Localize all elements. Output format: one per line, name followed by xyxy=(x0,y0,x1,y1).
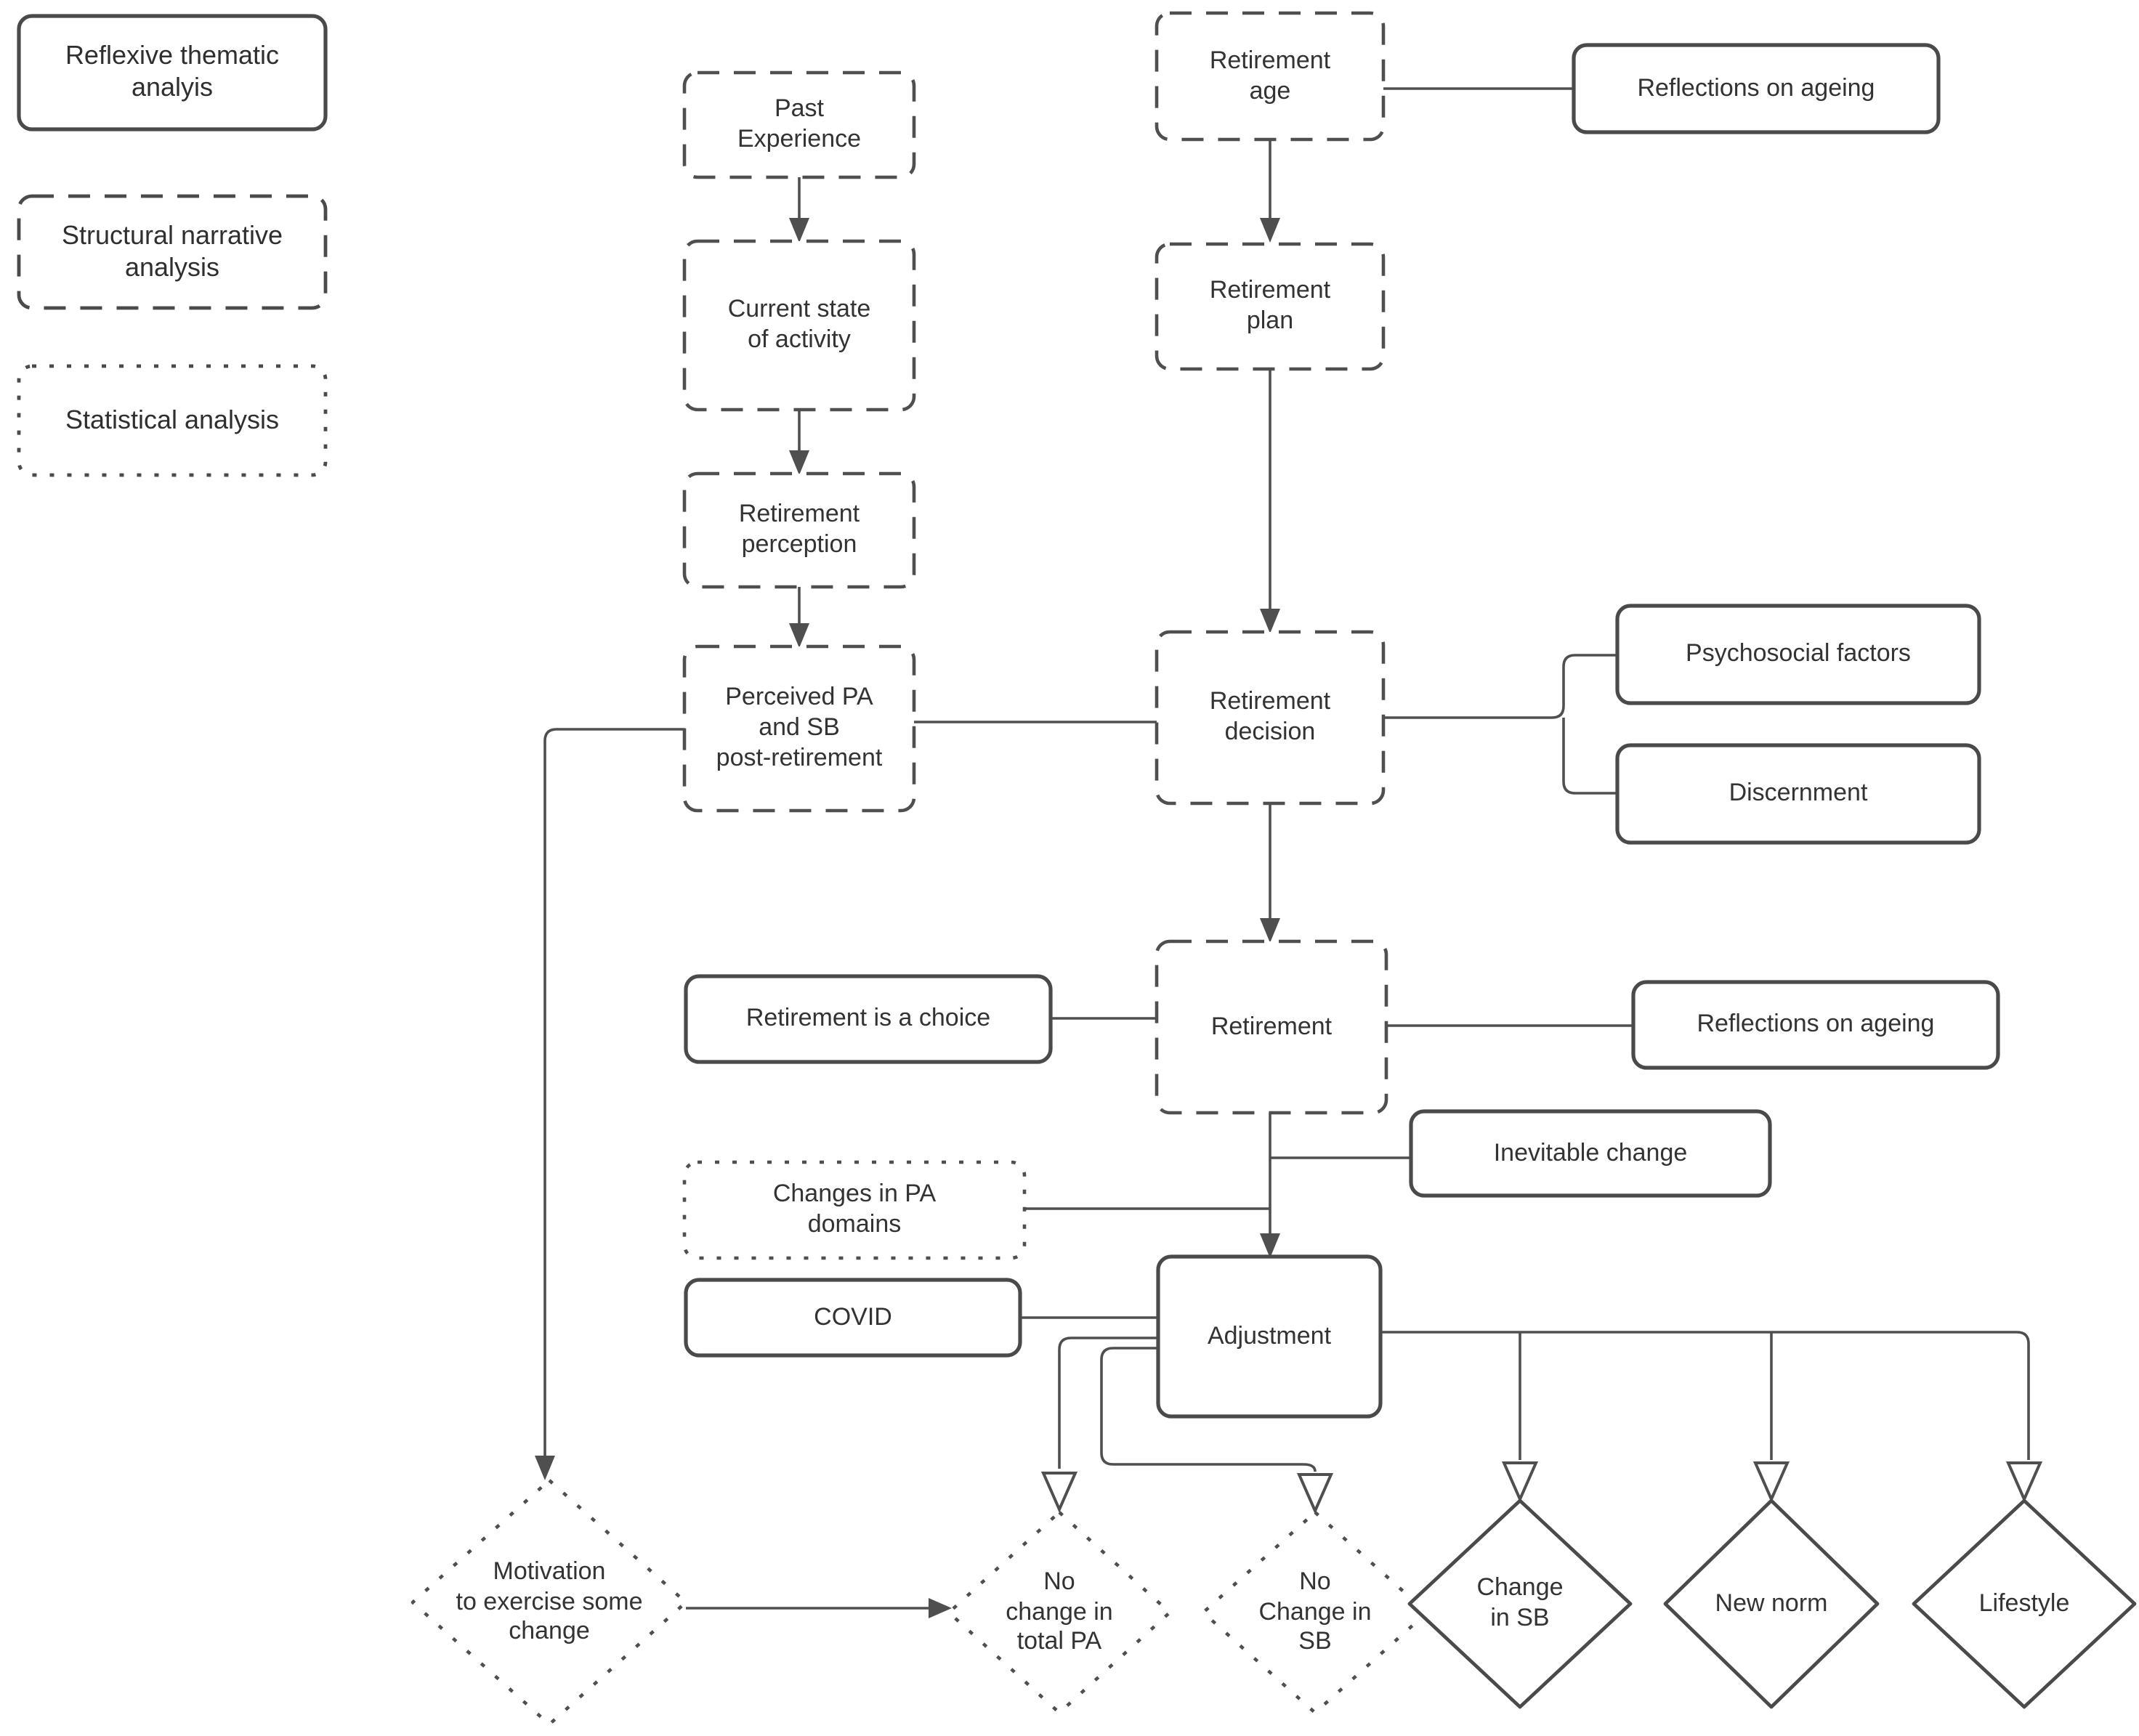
reflections-ageing-top-box xyxy=(1572,43,1941,134)
inevitable-change-box xyxy=(1409,1109,1772,1198)
arrowhead-perceived-motivation xyxy=(535,1456,555,1480)
covid-box xyxy=(684,1278,1022,1358)
dashed-boxes xyxy=(682,11,1388,1115)
arrowhead-age-plan xyxy=(1260,218,1280,243)
new-norm-diamond xyxy=(1663,1498,1880,1709)
open-arrowhead-lifestyle xyxy=(2005,1461,2043,1503)
changes-pa-domains-box xyxy=(682,1160,1027,1260)
open-arrowhead-nochangesb xyxy=(1296,1473,1334,1514)
psychosocial-factors-box xyxy=(1615,604,1981,705)
legend-reflexive-box xyxy=(17,14,328,131)
edge-adjustment-to-nochangesb xyxy=(1100,1347,1317,1472)
change-in-sb-diamond xyxy=(1407,1498,1633,1709)
perceived-pa-sb-box xyxy=(682,644,916,813)
solid-boxes xyxy=(684,43,2000,1419)
retirement-plan-box xyxy=(1155,242,1386,371)
edge-decision-to-discernment xyxy=(1562,718,1617,795)
edge-adjustment-to-lifestyle xyxy=(1380,1331,2030,1460)
retirement-is-a-choice-box xyxy=(684,974,1053,1064)
retirement-perception-box xyxy=(682,471,916,589)
edge-decision-to-psychosocial xyxy=(1383,654,1617,719)
arrowhead-current-perception xyxy=(789,450,809,475)
arrowhead-plan-decision xyxy=(1260,609,1280,633)
filled-arrowheads xyxy=(535,218,1280,1618)
open-arrowhead-changesb xyxy=(1501,1461,1539,1503)
no-change-total-pa-diamond xyxy=(947,1510,1172,1715)
edge-perceived-to-motivation xyxy=(543,728,684,1457)
retirement-decision-box xyxy=(1155,630,1386,806)
no-change-sb-diamond xyxy=(1201,1510,1429,1715)
open-arrowheads xyxy=(1040,1461,2043,1514)
past-experience-box xyxy=(682,70,916,179)
current-state-box xyxy=(682,239,916,412)
dotted-diamonds xyxy=(411,1478,1429,1727)
arrowhead-retirement-adjustment xyxy=(1260,1233,1280,1258)
arrowhead-decision-retirement xyxy=(1260,918,1280,943)
legend-shapes xyxy=(17,14,328,477)
retirement-age-box xyxy=(1155,11,1386,142)
open-arrowhead-nochangepa xyxy=(1040,1472,1078,1513)
adjustment-box xyxy=(1156,1254,1383,1419)
arrowhead-motivation-nochangepa xyxy=(929,1598,952,1618)
connectors xyxy=(543,87,2030,1610)
solid-diamonds xyxy=(1407,1498,2137,1709)
arrowhead-past-current xyxy=(789,218,809,243)
reflections-ageing-mid-box xyxy=(1631,980,2000,1070)
lifestyle-diamond xyxy=(1912,1498,2137,1709)
motivation-diamond xyxy=(411,1478,688,1727)
edge-adjustment-to-nochangepa xyxy=(1058,1337,1158,1469)
open-arrowhead-newnorm xyxy=(1752,1461,1790,1503)
arrowhead-perception-perceived xyxy=(789,623,809,648)
legend-structural-box xyxy=(17,194,328,310)
retirement-box xyxy=(1155,939,1388,1115)
legend-statistical-box xyxy=(17,364,328,477)
discernment-box xyxy=(1615,743,1981,845)
